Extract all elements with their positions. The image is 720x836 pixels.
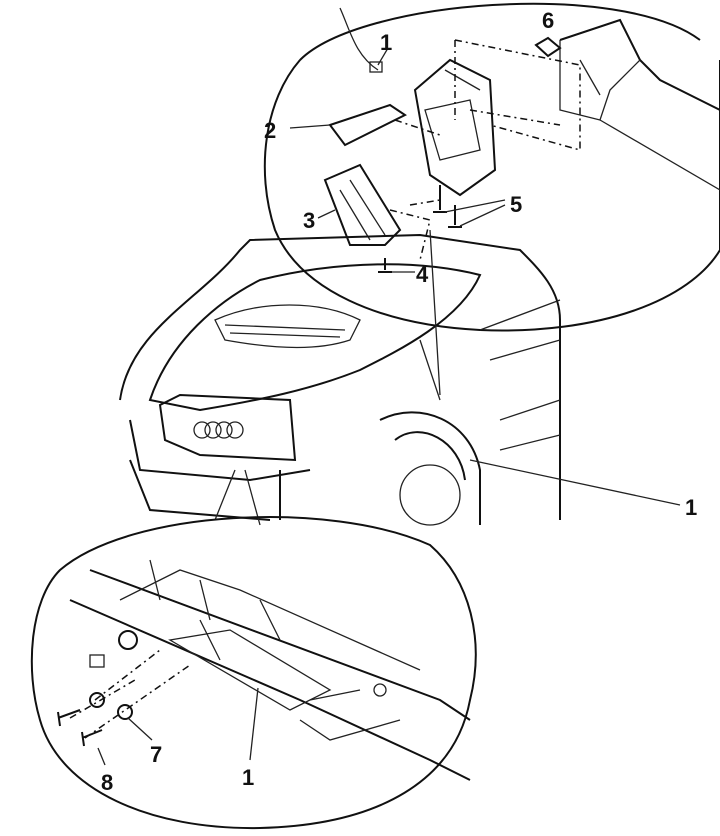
callout-5: 5 bbox=[510, 192, 522, 217]
callout-8: 8 bbox=[101, 770, 113, 795]
screw bbox=[448, 205, 462, 228]
bumper-bolt bbox=[118, 630, 138, 650]
cable bbox=[339, 7, 379, 71]
trim-cover bbox=[323, 163, 402, 246]
bottom-detail-outline bbox=[30, 516, 477, 830]
washer bbox=[117, 704, 133, 720]
clip bbox=[534, 36, 562, 58]
release-handle bbox=[328, 103, 407, 147]
lock-bracket bbox=[413, 58, 497, 197]
badge bbox=[193, 421, 244, 439]
hood-vent bbox=[214, 304, 361, 349]
car-front-view bbox=[119, 229, 681, 526]
callout-2: 2 bbox=[264, 118, 276, 143]
grille bbox=[158, 393, 297, 462]
screw bbox=[433, 185, 447, 213]
screw bbox=[81, 729, 103, 747]
screw bbox=[57, 709, 81, 727]
callout-4: 4 bbox=[416, 262, 429, 287]
top-detail-view bbox=[263, 2, 720, 332]
detail-pointer-bottom bbox=[214, 469, 261, 526]
callout-1-mid: 1 bbox=[685, 495, 697, 520]
wheel bbox=[399, 464, 461, 526]
callout-1-top: 1 bbox=[380, 30, 392, 55]
leader-mid-1 bbox=[469, 459, 681, 506]
callout-7: 7 bbox=[150, 742, 162, 767]
washer bbox=[89, 692, 105, 708]
bottom-detail-view bbox=[30, 516, 477, 830]
callout-1-bottom: 1 bbox=[242, 765, 254, 790]
hood bbox=[148, 263, 482, 412]
detail-pointer bbox=[419, 229, 441, 401]
callout-3: 3 bbox=[303, 208, 315, 233]
top-detail-outline bbox=[263, 2, 720, 332]
cable-end bbox=[369, 61, 383, 73]
callout-6: 6 bbox=[542, 8, 554, 33]
